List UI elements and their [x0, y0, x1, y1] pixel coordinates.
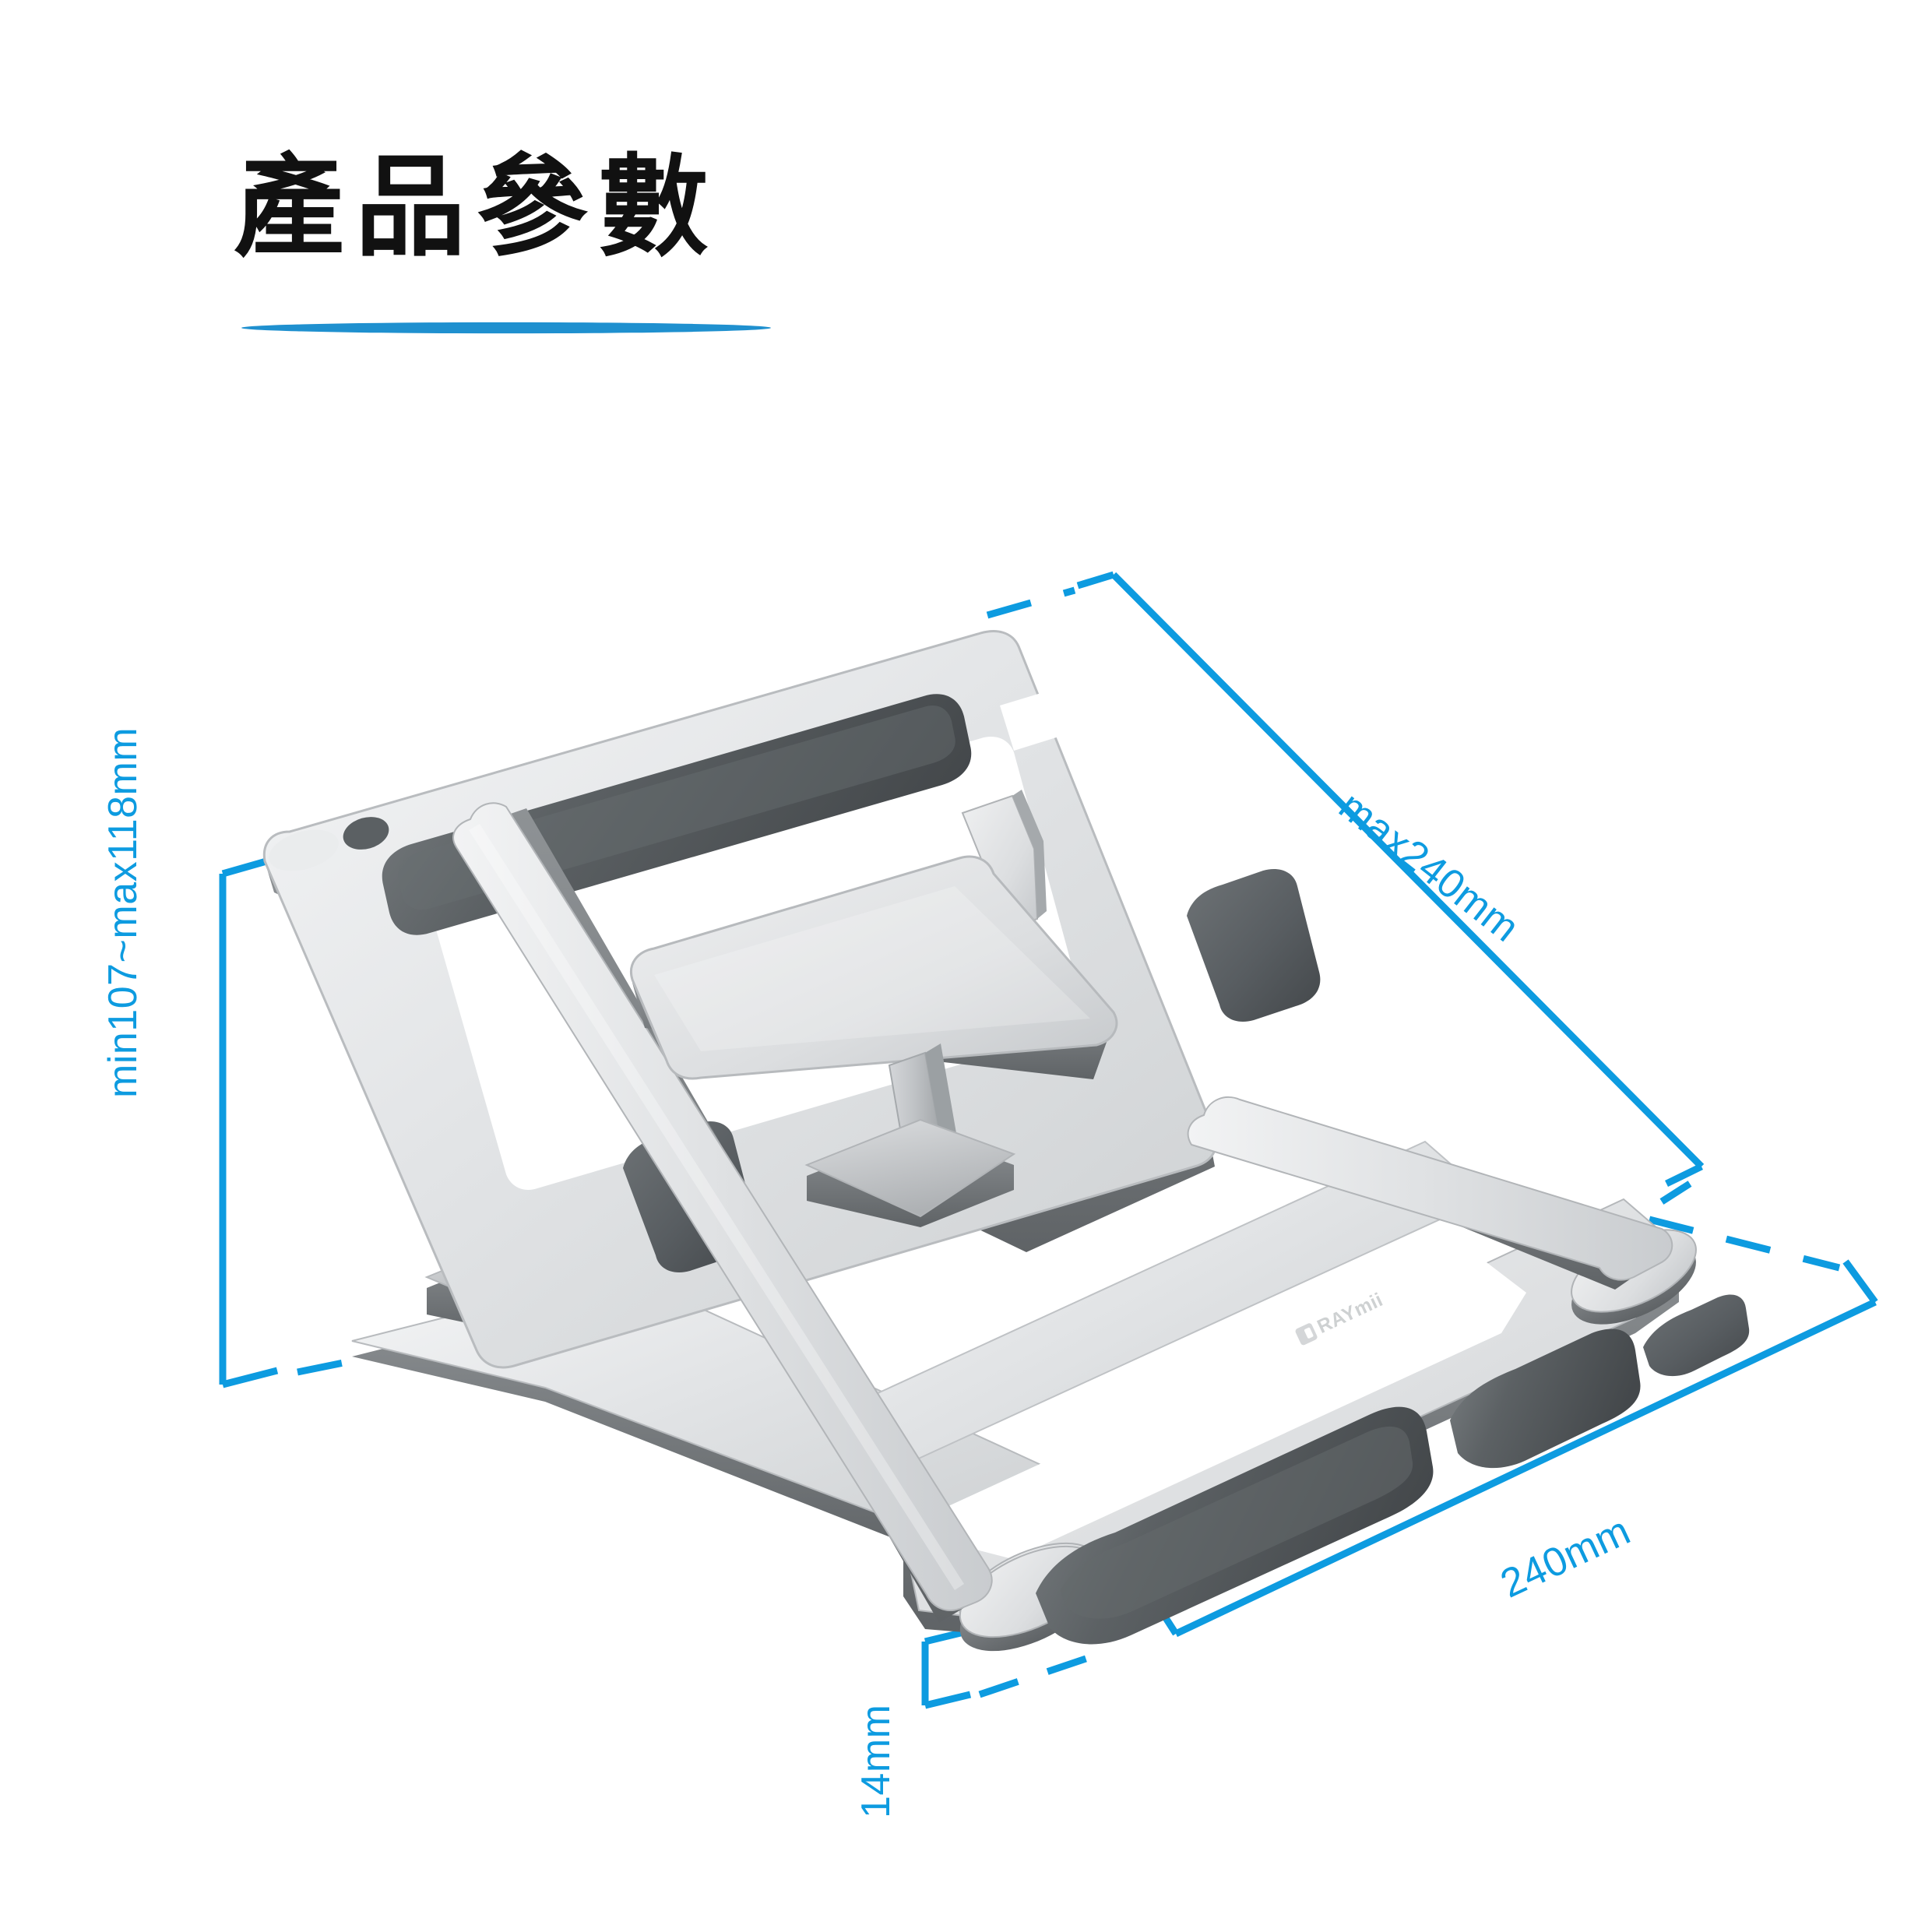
dimension-label-thickness: 14mm	[853, 1704, 899, 1818]
center-post	[804, 1043, 1016, 1227]
front-rail-bar	[452, 802, 993, 1623]
title-underline-accent	[241, 322, 771, 334]
right-rail-bar	[1187, 1096, 1673, 1290]
center-panel	[630, 855, 1118, 1080]
dimension-label-height: min107~max118mm	[100, 727, 146, 1098]
header: 產品參數	[234, 148, 1168, 382]
page-title: 產品參數	[234, 143, 720, 272]
front-rubber-stoppers	[1036, 1294, 1750, 1645]
laptop-stand-body	[262, 630, 1750, 1652]
